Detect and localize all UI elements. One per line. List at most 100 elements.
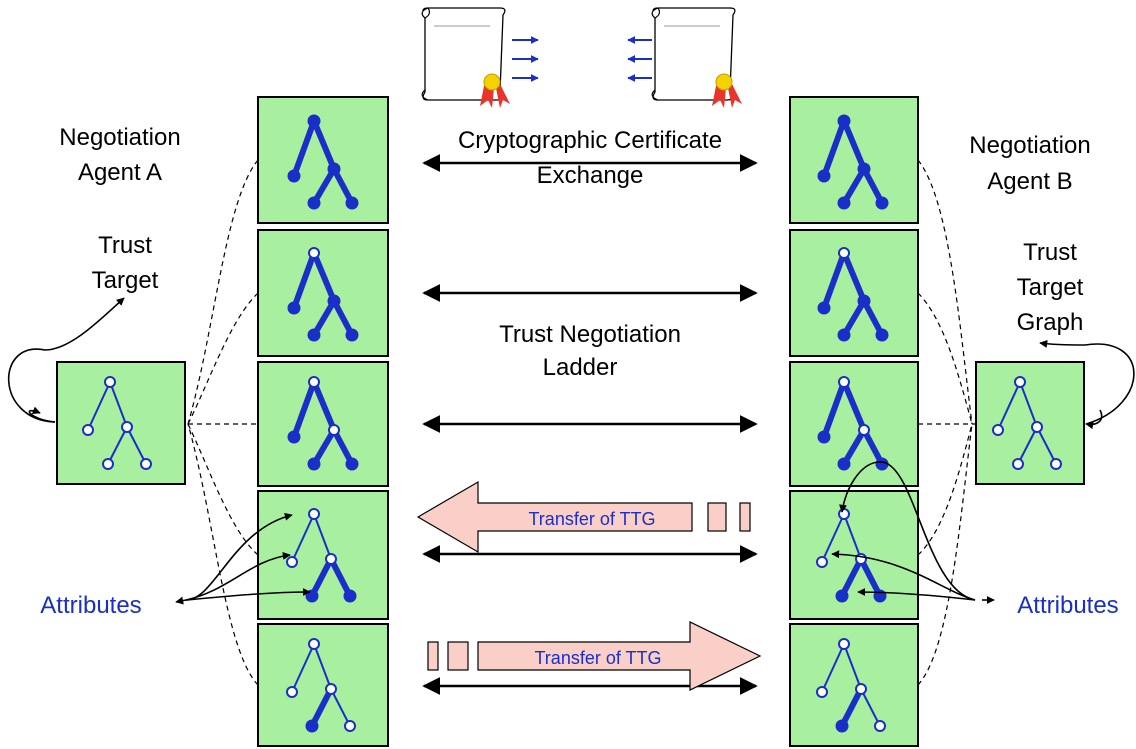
tree-node-filled xyxy=(345,328,359,342)
tree-node-open xyxy=(858,424,870,436)
tree-b-1 xyxy=(817,114,889,210)
tree-node-filled xyxy=(875,328,889,342)
ladder-box-b-1 xyxy=(789,96,919,224)
ladder-column-b xyxy=(789,96,919,747)
tree-edge xyxy=(291,250,317,311)
tree-b-2 xyxy=(817,247,889,342)
tree-node-filled xyxy=(287,301,301,315)
tree-node-filled xyxy=(817,301,831,315)
tree-node-filled xyxy=(837,114,851,128)
tree-edge xyxy=(107,426,128,465)
tree-edge xyxy=(821,643,845,693)
tree-node-open xyxy=(308,376,320,388)
transfer-arrow-right: Transfer of TTG xyxy=(427,621,762,691)
cert-exchange-label-line1: Cryptographic Certificate xyxy=(458,127,722,154)
tree-edge xyxy=(311,250,337,304)
tree-node-filled xyxy=(835,719,849,733)
tree-node-filled xyxy=(857,294,871,308)
tree-trust-target-b xyxy=(992,376,1062,470)
trust-target-box-a xyxy=(56,361,186,485)
tree-b-5 xyxy=(816,638,886,733)
tree-edge xyxy=(841,166,867,206)
tree-node-filled xyxy=(287,430,301,444)
tree-node-filled xyxy=(837,457,851,471)
center-double-arrows xyxy=(422,154,758,695)
tree-edge xyxy=(313,513,332,560)
tree-node-filled xyxy=(875,196,889,210)
tree-edge xyxy=(311,379,337,433)
tree-node-open xyxy=(838,508,850,520)
tree-node-filled xyxy=(343,589,357,603)
ttg-label-line3: Graph xyxy=(1017,309,1084,336)
tree-edge xyxy=(330,688,351,727)
tree-edge xyxy=(291,513,315,563)
ladder-box-b-2 xyxy=(789,229,919,357)
tree-edge xyxy=(841,298,867,338)
tree-node-open xyxy=(855,683,867,695)
ladder-label-line1: Trust Negotiation xyxy=(499,321,681,348)
tree-edge xyxy=(860,688,881,727)
tree-edge xyxy=(328,556,353,599)
tree-node-open xyxy=(308,508,320,520)
tree-edge xyxy=(311,166,337,206)
tree-edge xyxy=(997,381,1021,431)
tree-node-open xyxy=(838,376,850,388)
ttg-label-line2: Target xyxy=(1017,274,1084,301)
certificate-right-icon xyxy=(651,7,742,108)
tree-node-open xyxy=(328,424,340,436)
tree-graphs xyxy=(82,114,1062,733)
tree-node-open xyxy=(1014,376,1026,388)
tree-node-filled xyxy=(837,328,851,342)
certificate-right-blue-arrows xyxy=(627,36,652,82)
tree-node-filled xyxy=(307,114,321,128)
attributes-label-left: Attributes xyxy=(40,592,141,619)
tree-node-open xyxy=(308,247,320,259)
trust-target-label-line1: Trust xyxy=(98,232,152,259)
tree-edge xyxy=(87,381,111,431)
tree-node-filled xyxy=(835,589,849,603)
tree-edge xyxy=(821,118,847,179)
agent-b-label-line2: Agent B xyxy=(987,168,1072,195)
transfer-label-left: Transfer of TTG xyxy=(528,509,655,529)
ladder-box-b-3 xyxy=(789,361,919,487)
tree-node-open xyxy=(325,683,337,695)
tree-edge xyxy=(839,556,864,599)
attribute-arrows-right xyxy=(831,461,995,604)
certificate-left-icon xyxy=(421,7,510,108)
tree-a-2 xyxy=(287,247,359,342)
ladder-box-a-1 xyxy=(257,96,389,224)
tree-a-3 xyxy=(287,376,359,471)
dashed-connectors xyxy=(187,159,976,686)
tree-edge xyxy=(1019,381,1038,428)
cert-exchange-label-line2: Exchange xyxy=(537,162,644,189)
ladder-box-a-2 xyxy=(257,229,389,357)
tree-node-open xyxy=(1050,458,1062,470)
tree-trust-target-a xyxy=(82,376,152,470)
tree-edge xyxy=(291,643,315,693)
tree-node-filled xyxy=(817,169,831,183)
tree-node-filled xyxy=(307,457,321,471)
ladder-label-line2: Ladder xyxy=(543,354,618,381)
tree-edge xyxy=(313,643,332,690)
tree-node-filled xyxy=(857,162,871,176)
tree-edge xyxy=(311,298,337,338)
tree-node-filled xyxy=(817,430,831,444)
tree-edge xyxy=(821,379,847,440)
tree-edge xyxy=(1017,426,1038,465)
tree-node-open xyxy=(816,556,828,568)
tree-a-1 xyxy=(287,114,359,210)
ttg-label-line1: Trust xyxy=(1023,239,1077,266)
tree-node-open xyxy=(1031,421,1043,433)
tree-edge xyxy=(311,427,337,467)
ladder-box-a-3 xyxy=(257,361,389,487)
tree-node-filled xyxy=(327,162,341,176)
agent-a-label-line2: Agent A xyxy=(78,159,162,186)
tree-edge xyxy=(858,556,883,599)
transfer-arrow-left: Transfer of TTG xyxy=(416,480,751,554)
tree-node-open xyxy=(325,553,337,565)
tree-node-open xyxy=(838,247,850,259)
tree-a-5 xyxy=(286,638,356,733)
ladder-box-b-5 xyxy=(789,623,919,747)
tree-edge xyxy=(821,513,845,563)
attributes-label-right: Attributes xyxy=(1017,592,1118,619)
